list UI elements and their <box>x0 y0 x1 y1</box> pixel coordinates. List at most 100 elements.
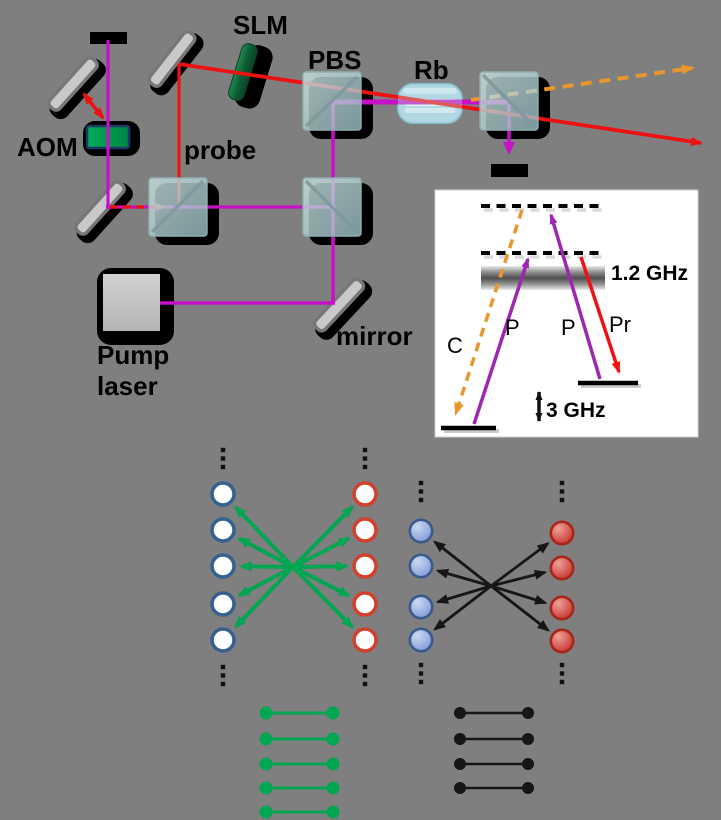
pump-arrow-right <box>549 213 602 380</box>
pump-arrow-left <box>472 257 530 425</box>
pair-dot <box>259 781 273 795</box>
mirror-top-left <box>47 56 99 112</box>
ellipsis-dot <box>362 447 368 453</box>
ellipsis-dot <box>220 681 226 687</box>
ellipsis-dot <box>418 671 424 676</box>
graph-link <box>291 505 354 569</box>
graph-link <box>234 505 295 569</box>
ellipsis-dot <box>559 662 565 668</box>
graph-node <box>210 627 236 653</box>
pump-laser-label-line2: laser <box>97 371 158 401</box>
pump-beam-label-left: P <box>505 315 520 340</box>
graph-link <box>237 536 294 569</box>
graph-node <box>408 518 434 544</box>
pair-dot <box>522 733 534 745</box>
ground-splitting-label: 3 GHz <box>546 399 606 422</box>
ellipsis-dot <box>418 662 424 668</box>
graph-node <box>549 555 575 581</box>
pair-dot <box>454 707 466 719</box>
ellipsis-dot <box>559 679 565 685</box>
coupling-beam-label: C <box>447 333 463 358</box>
graph-node <box>210 481 236 507</box>
graph-link <box>291 565 354 629</box>
ellipsis-dot <box>220 664 226 670</box>
pair-dot <box>454 733 466 745</box>
bipartite-black <box>408 480 575 685</box>
ellipsis-dot <box>362 456 368 461</box>
ellipsis-dot <box>362 673 368 678</box>
bipartite-green <box>210 447 378 687</box>
ellipsis-dot <box>220 447 226 453</box>
rb-cell-label: Rb <box>414 55 449 85</box>
rb-cell-glass-overlay <box>398 84 462 123</box>
graph-link <box>490 584 550 632</box>
slm-label: SLM <box>233 10 288 40</box>
pair-dot <box>522 782 534 794</box>
pairs-green <box>259 706 340 819</box>
pump-laser-label-line1: Pump <box>97 340 170 370</box>
graph-link <box>435 584 492 604</box>
pbs-cube-left <box>148 177 208 237</box>
graph-node <box>352 481 378 507</box>
pair-dot <box>522 758 534 770</box>
energy-level-inset <box>434 189 699 438</box>
ellipsis-dot <box>362 664 368 670</box>
pair-dot <box>259 732 273 746</box>
pair-dot <box>326 757 340 771</box>
ellipsis-dot <box>418 679 424 685</box>
graph-node <box>549 628 575 654</box>
beam-dump-top <box>90 32 127 44</box>
pair-dot <box>326 706 340 720</box>
probe-arrow <box>579 256 621 374</box>
pbs-label: PBS <box>308 45 362 75</box>
probe-beam-long <box>178 62 703 146</box>
mirror-bottom-left <box>74 180 126 236</box>
mirror-top-center <box>147 30 197 88</box>
probe-label: probe <box>184 135 257 165</box>
graph-link <box>292 536 351 569</box>
graph-node <box>549 595 575 621</box>
coupling-arrow <box>454 209 524 416</box>
ellipsis-dot <box>559 489 565 494</box>
graph-link <box>490 542 550 588</box>
pair-dot <box>326 805 340 819</box>
pair-dot <box>326 732 340 746</box>
graph-node <box>352 627 378 653</box>
ellipsis-dot <box>220 673 226 678</box>
mirror-label: mirror <box>336 321 413 351</box>
probe-beam-label: Pr <box>609 312 631 337</box>
graph-node <box>352 517 378 543</box>
pair-dot <box>326 781 340 795</box>
graph-link <box>234 565 295 629</box>
correlation-graphs <box>210 447 575 819</box>
graph-link <box>433 540 492 588</box>
pump-beam-label-right: P <box>561 315 576 340</box>
pair-dot <box>522 707 534 719</box>
pairs-black <box>454 707 534 794</box>
pbs-cube-right <box>479 71 539 131</box>
ellipsis-dot <box>362 464 368 470</box>
ellipsis-dot <box>418 480 424 486</box>
pair-dot <box>259 757 273 771</box>
pair-dot <box>259 706 273 720</box>
pump-laser-face <box>103 274 160 331</box>
pbs-cubes <box>148 71 539 237</box>
graph-link <box>435 568 492 588</box>
graph-node <box>549 520 575 546</box>
ellipsis-dot <box>220 464 226 470</box>
aom-double-arrow <box>82 92 105 120</box>
graph-link <box>237 565 294 598</box>
excited-splitting-label: 1.2 GHz <box>611 262 689 285</box>
graph-node <box>408 594 434 620</box>
ellipsis-dot <box>418 497 424 503</box>
graph-link <box>490 569 548 588</box>
ellipsis-dot <box>220 456 226 461</box>
pair-dot <box>259 805 273 819</box>
graph-link <box>238 561 294 572</box>
pair-dot <box>454 758 466 770</box>
ellipsis-dot <box>559 480 565 486</box>
graph-node <box>210 517 236 543</box>
ellipsis-dot <box>362 681 368 687</box>
